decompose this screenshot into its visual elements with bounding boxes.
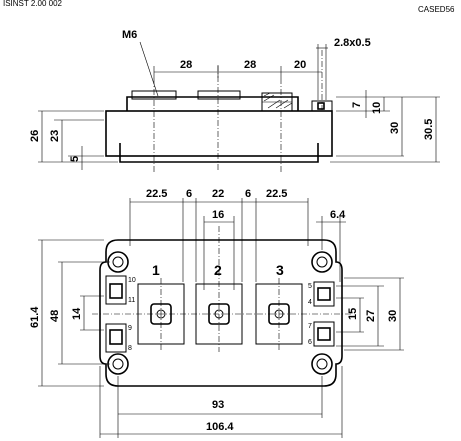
dim-5: 5 bbox=[69, 156, 81, 162]
mount-hole-top-right bbox=[311, 251, 333, 273]
dim-106-4: 106.4 bbox=[206, 421, 234, 433]
side-nut3-hatch bbox=[263, 92, 293, 109]
mount-hole-inner-top-right bbox=[316, 256, 328, 268]
drawing-reference-text: ISINST 2.00 002 bbox=[3, 0, 63, 8]
terminal-screw-hole-1 bbox=[156, 309, 166, 319]
pitch-dim-28-a: 28 bbox=[180, 59, 192, 71]
mount-hole-inner-top-left bbox=[112, 256, 124, 268]
dim-22-5-right: 22.5 bbox=[266, 188, 287, 200]
aux-pin-left-top bbox=[109, 283, 123, 299]
aux-pin-right-bottom bbox=[317, 327, 331, 341]
dim-15: 15 bbox=[347, 308, 359, 320]
dim-10: 10 bbox=[371, 102, 383, 114]
case-code-text: CASED56 bbox=[418, 5, 455, 14]
dim-22: 22 bbox=[212, 188, 224, 200]
mount-hole-bottom-right bbox=[311, 353, 333, 375]
dim-6-4: 6.4 bbox=[330, 209, 346, 221]
dim-26: 26 bbox=[29, 130, 41, 142]
aux-connector-right-bottom bbox=[313, 321, 335, 347]
side-lower-block bbox=[119, 143, 319, 163]
thread-leader bbox=[139, 41, 159, 97]
pin-label-7: 7 bbox=[308, 323, 312, 330]
aux-connector-left-top bbox=[105, 275, 127, 305]
side-baseplate bbox=[105, 110, 333, 157]
pitch-dim-20: 20 bbox=[294, 59, 306, 71]
mount-hole-inner-bottom-left bbox=[112, 358, 124, 370]
dim-30-side: 30 bbox=[389, 122, 401, 134]
side-tab-pin bbox=[317, 102, 325, 110]
pin-label-11: 11 bbox=[128, 297, 135, 304]
side-control-tab bbox=[311, 100, 333, 112]
aux-connector-left-bottom bbox=[105, 323, 127, 353]
mount-hole-top-left bbox=[107, 251, 129, 273]
dim-22-5-left: 22.5 bbox=[146, 188, 167, 200]
dim-16: 16 bbox=[212, 209, 224, 221]
mount-hole-bottom-left bbox=[107, 353, 129, 375]
tab-size-label: 2.8x0.5 bbox=[334, 37, 371, 49]
thread-size-label: M6 bbox=[122, 29, 137, 41]
side-terminal-nut-2 bbox=[197, 90, 241, 100]
dim-23: 23 bbox=[49, 130, 61, 142]
mount-hole-inner-bottom-right bbox=[316, 358, 328, 370]
pitch-dim-28-b: 28 bbox=[244, 59, 256, 71]
dim-6-right: 6 bbox=[245, 188, 251, 200]
dim-61-4: 61.4 bbox=[29, 306, 41, 328]
pin-label-8: 8 bbox=[128, 345, 132, 352]
top-view-outline bbox=[99, 239, 343, 387]
dim-93: 93 bbox=[212, 399, 224, 411]
pin-label-4: 4 bbox=[308, 299, 312, 306]
dim-6-left: 6 bbox=[186, 188, 192, 200]
pin-label-5: 5 bbox=[308, 283, 312, 290]
terminal-label-1: 1 bbox=[152, 262, 160, 278]
terminal-label-2: 2 bbox=[214, 262, 222, 278]
dim-7: 7 bbox=[351, 102, 363, 108]
pin-label-10: 10 bbox=[128, 277, 136, 284]
side-view: M6 28 28 20 2.8x0.5 7 10 30 30.5 26 bbox=[29, 29, 440, 172]
aux-pin-left-bottom bbox=[109, 329, 123, 345]
terminal-label-3: 3 bbox=[276, 262, 284, 278]
dim-30-top: 30 bbox=[387, 310, 399, 322]
pin-label-6: 6 bbox=[308, 339, 312, 346]
dim-14: 14 bbox=[71, 307, 83, 320]
pin-label-9: 9 bbox=[128, 325, 132, 332]
dim-30-5: 30.5 bbox=[423, 119, 435, 140]
aux-pin-right-top bbox=[317, 287, 331, 301]
side-body bbox=[126, 96, 299, 111]
dim-48: 48 bbox=[49, 310, 61, 322]
aux-connector-right-top bbox=[313, 281, 335, 307]
top-view: 1 2 3 10 11 9 8 5 4 7 6 22.5 6 bbox=[29, 188, 404, 438]
dim-27: 27 bbox=[365, 310, 377, 322]
